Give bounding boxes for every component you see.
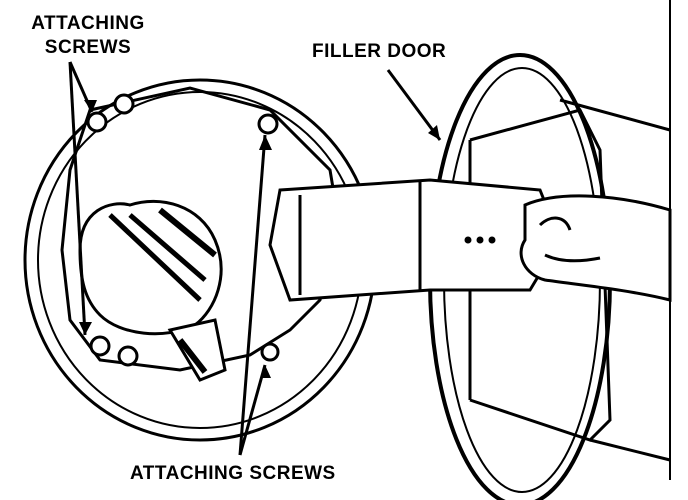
- label-attaching-screws-top: ATTACHING SCREWS: [12, 12, 164, 60]
- screw-hole-bottom-left: [89, 335, 111, 357]
- screw-holes: [86, 93, 280, 367]
- screw-hole-top-right: [257, 113, 279, 135]
- label-attaching-screws-bottom: ATTACHING SCREWS: [130, 463, 336, 484]
- leader-bottom-to-screw-top: [238, 134, 267, 456]
- fuel-cap: [78, 199, 227, 382]
- leader-bottom-to-screw-right: [238, 364, 267, 456]
- hand: [519, 194, 672, 302]
- pry-tool: [268, 178, 562, 302]
- screw-hole-top-left: [86, 111, 108, 133]
- label-filler-door: FILLER DOOR: [312, 41, 447, 62]
- screw-hole-top-left-2: [113, 93, 135, 115]
- label-attaching-screws-top-line2: SCREWS: [44, 37, 132, 58]
- screw-hole-bottom-left-2: [117, 345, 139, 367]
- leader-filler-door: [386, 69, 442, 141]
- label-attaching-screws-top-line1: ATTACHING: [31, 13, 145, 34]
- leader-top-to-screw-2: [68, 61, 87, 336]
- arrowheads: [79, 100, 440, 378]
- screw-hole-bottom-right: [260, 342, 280, 362]
